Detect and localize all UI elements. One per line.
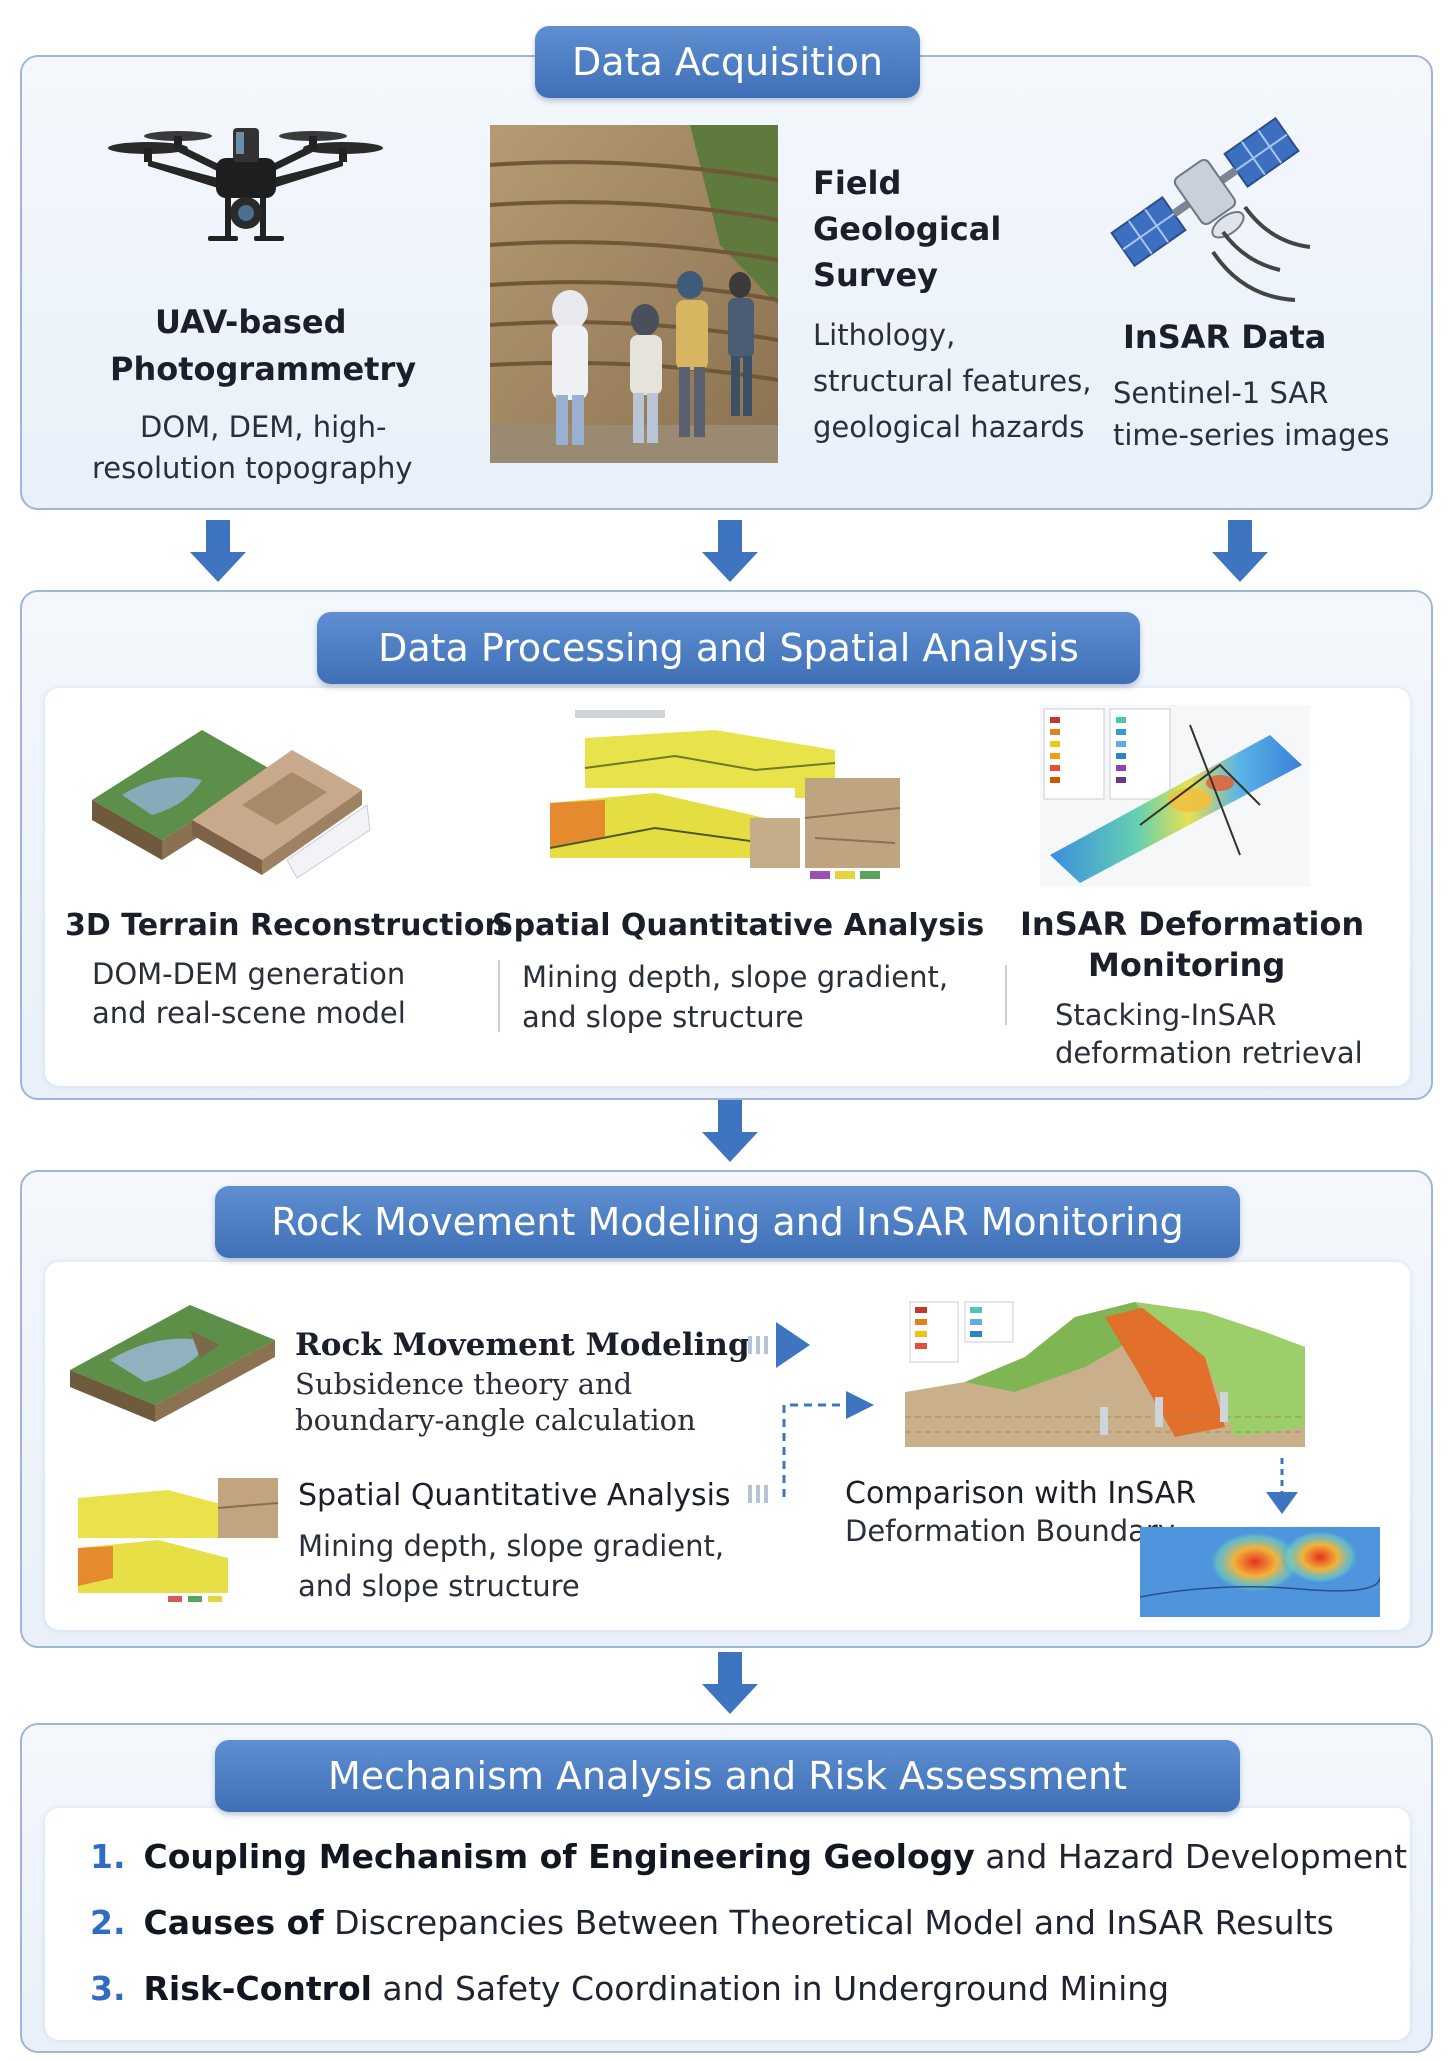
- data-processing-banner: Data Processing and Spatial Analysis: [317, 612, 1140, 684]
- rock-modeling-connector-arrow: [748, 1322, 810, 1368]
- assessment-item-3-bold: Risk-Control: [143, 1969, 372, 2008]
- rock-movement-terrain-image: [70, 1305, 275, 1422]
- down-arrow-field: [702, 520, 758, 582]
- deformation-title-line2: Monitoring: [1088, 946, 1286, 984]
- down-arrow-uav: [190, 520, 246, 582]
- assessment-item-3-rest: and Safety Coordination in Underground M…: [371, 1969, 1170, 2008]
- assessment-inner: [45, 1808, 1410, 2040]
- uav-desc-line2: resolution topography: [92, 451, 413, 485]
- terrain-title: 3D Terrain Reconstruction: [65, 908, 506, 943]
- deformation-desc-line2: deformation retrieval: [1055, 1036, 1363, 1070]
- terrain-desc-line2: and real-scene model: [92, 996, 406, 1030]
- spatial-title: Spatial Quantitative Analysis: [492, 908, 985, 943]
- assessment-item-3: 3. Risk-Control and Safety Coordination i…: [90, 1969, 1169, 2008]
- field-survey-photo: [490, 125, 778, 463]
- geological-cross-section-image: [905, 1297, 1305, 1449]
- field-title-line3: Survey: [813, 256, 939, 294]
- assessment-item-2-number: 2.: [90, 1903, 126, 1942]
- assessment-item-1-number: 1.: [90, 1837, 126, 1876]
- field-desc-line2: structural features,: [813, 364, 1092, 398]
- assessment-item-1-rest: and Hazard Development: [974, 1837, 1408, 1876]
- deformation-desc-line1: Stacking-InSAR: [1055, 998, 1277, 1032]
- insar-title: InSAR Data: [1123, 318, 1327, 356]
- spatial-desc-line1: Mining depth, slope gradient,: [522, 960, 949, 994]
- terrain-desc-line1: DOM-DEM generation: [92, 957, 406, 991]
- modeling-spatial-desc-line1: Mining depth, slope gradient,: [298, 1529, 725, 1563]
- uav-desc-line1: DOM, DEM, high-: [140, 410, 387, 444]
- deformation-divider: [1005, 965, 1007, 1025]
- rock-modeling-banner: Rock Movement Modeling and InSAR Monitor…: [215, 1186, 1240, 1258]
- spatial-divider: [498, 960, 500, 1032]
- assessment-item-1-bold: Coupling Mechanism of Engineering Geolog…: [143, 1837, 975, 1876]
- satellite-icon: [1110, 116, 1311, 302]
- field-title-line2: Geological: [813, 210, 1002, 248]
- field-title-line1: Field: [813, 164, 902, 202]
- assessment-item-3-number: 3.: [90, 1969, 126, 2008]
- spatial-analysis-mini-image: [78, 1478, 278, 1608]
- rock-modeling-title: Rock Movement Modeling: [295, 1327, 750, 1363]
- insar-desc-line2: time-series images: [1113, 418, 1390, 452]
- comparison-title-line2: Deformation Boundary: [845, 1514, 1175, 1548]
- data-acquisition-banner: Data Acquisition: [535, 26, 920, 98]
- modeling-spatial-desc-line2: and slope structure: [298, 1569, 580, 1603]
- spatial-connector-dashed-arrow: [748, 1391, 874, 1503]
- rock-modeling-desc-line2: boundary-angle calculation: [295, 1403, 696, 1437]
- field-desc-line1: Lithology,: [813, 318, 956, 352]
- spatial-desc-line2: and slope structure: [522, 1000, 804, 1034]
- insar-desc-line1: Sentinel-1 SAR: [1113, 376, 1329, 410]
- down-arrow-modeling: [702, 1652, 758, 1714]
- assessment-item-2: 2. Causes of Discrepancies Between Theore…: [90, 1903, 1334, 1942]
- assessment-item-1: 1. Coupling Mechanism of Engineering Geol…: [90, 1837, 1407, 1876]
- uav-title-line2: Photogrammetry: [110, 350, 417, 388]
- terrain-3d-model-image: [92, 730, 371, 879]
- field-desc-line3: geological hazards: [813, 410, 1085, 444]
- assessment-item-2-rest: Discrepancies Between Theoretical Model …: [323, 1903, 1334, 1942]
- modeling-spatial-title: Spatial Quantitative Analysis: [298, 1478, 731, 1513]
- drone-icon: [108, 128, 383, 241]
- spatial-analysis-image: [535, 710, 901, 879]
- comparison-title-line1: Comparison with InSAR: [845, 1476, 1197, 1511]
- down-arrow-processing: [702, 1100, 758, 1162]
- insar-deformation-heatmap: [1140, 1527, 1380, 1617]
- comparison-dashed-down-arrow: [1266, 1458, 1298, 1514]
- rock-modeling-desc-line1: Subsidence theory and: [295, 1367, 633, 1401]
- down-arrow-insar: [1212, 520, 1268, 582]
- uav-title-line1: UAV-based: [155, 303, 347, 341]
- deformation-title-line1: InSAR Deformation: [1020, 905, 1365, 943]
- insar-deformation-map: [1040, 705, 1310, 887]
- assessment-item-2-bold: Causes of: [143, 1903, 324, 1942]
- assessment-banner: Mechanism Analysis and Risk Assessment: [215, 1740, 1240, 1812]
